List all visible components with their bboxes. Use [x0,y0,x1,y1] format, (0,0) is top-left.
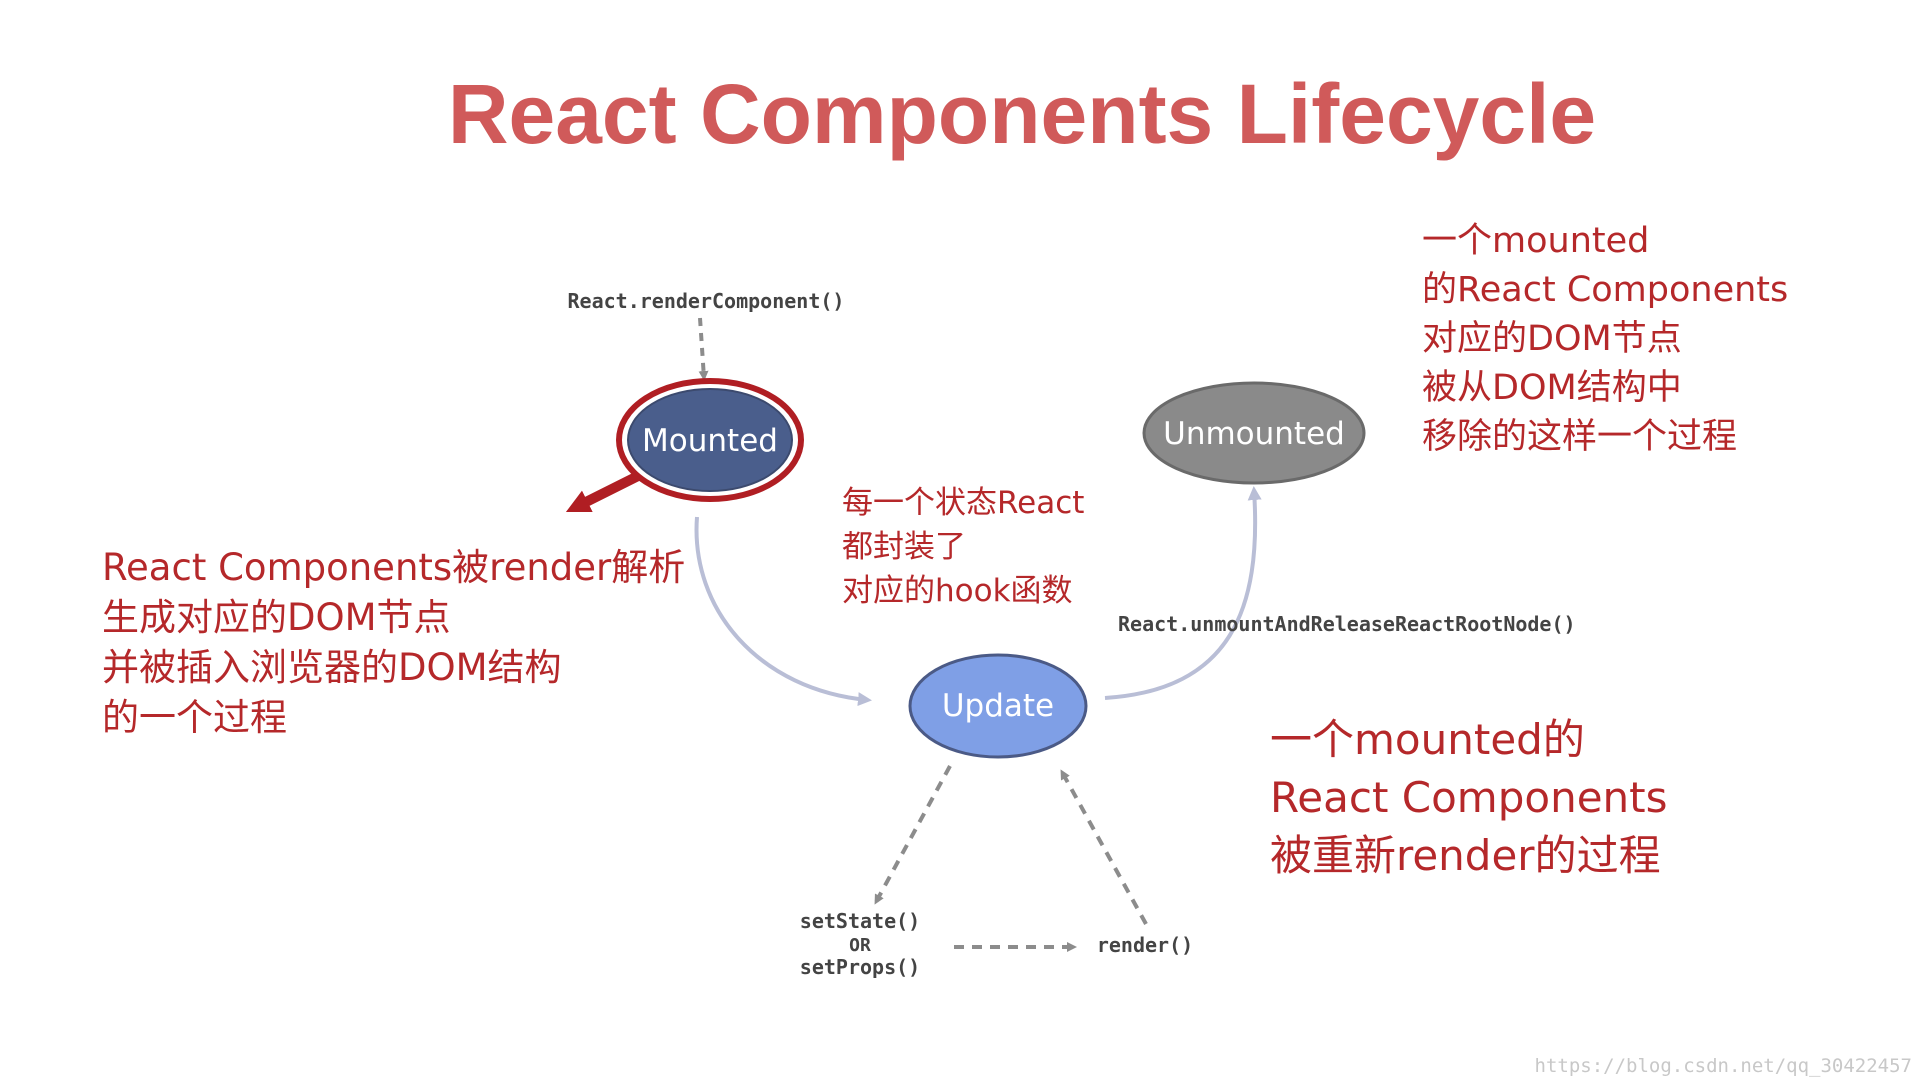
update-label: Update [942,688,1054,724]
page-title: React Components Lifecycle [448,67,1596,161]
hook-note-line: 对应的hook函数 [842,573,1073,609]
unmount-desc-line: 被从DOM结构中 [1422,368,1682,408]
setprops-call: setProps() [800,955,920,979]
unmount-desc-line: 对应的DOM节点 [1422,319,1682,359]
update-desc-line: React Components [1270,773,1668,822]
hook-note-line: 都封装了 [842,529,966,565]
update-to-unmounted-arrow [1104,486,1262,700]
render-to-update-arrow [1060,769,1148,925]
mounted-label: Mounted [642,423,778,459]
unmount-desc-line: 一个mounted [1422,221,1649,261]
mount-desc-line: 的一个过程 [102,696,287,739]
mount-desc-line: 生成对应的DOM节点 [102,596,451,639]
setstate-call: setState() [800,909,920,933]
render-call: render() [1097,933,1193,957]
mounted-to-update-arrow [694,516,872,707]
unmount-desc-line: 移除的这样一个过程 [1422,417,1737,457]
update-description: 一个mounted的 React Components 被重新render的过程 [1270,715,1668,880]
unmount-desc-line: 的React Components [1422,270,1788,310]
mounted-state: Mounted [616,378,804,502]
unmount-description: 一个mounted 的React Components 对应的DOM节点 被从D… [1422,221,1788,457]
mount-desc-line: 并被插入浏览器的DOM结构 [102,646,562,689]
state-hook-note: 每一个状态React 都封装了 对应的hook函数 [842,485,1084,609]
hook-note-line: 每一个状态React [842,485,1084,521]
update-desc-line: 一个mounted的 [1270,715,1585,764]
update-desc-line: 被重新render的过程 [1270,831,1661,880]
unmounted-label: Unmounted [1163,416,1345,452]
watermark: https://blog.csdn.net/qq_30422457 [1535,1055,1913,1077]
setstate-or-setprops: setState() OR setProps() [800,909,920,979]
render-component-call: React.renderComponent() [568,289,845,313]
unmounted-state: Unmounted [1142,381,1366,485]
or-label: OR [849,935,871,956]
update-state: Update [908,653,1088,759]
update-to-setstate-arrow [874,765,952,905]
mount-description: React Components被render解析 生成对应的DOM节点 并被插… [102,546,685,739]
mount-desc-line: React Components被render解析 [102,546,685,589]
unmount-call: React.unmountAndReleaseReactRootNode() [1118,612,1576,636]
entry-dashed-arrow [698,317,709,381]
